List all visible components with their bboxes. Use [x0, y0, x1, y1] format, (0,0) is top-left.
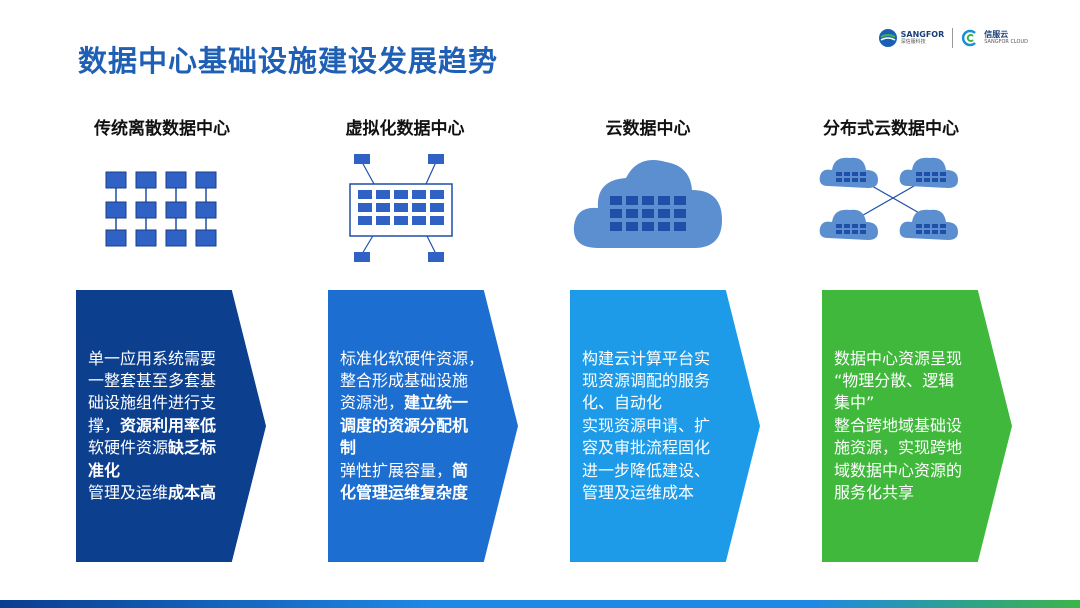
card-line: 实现资源申请、扩	[582, 415, 732, 437]
card-text-segment: 标准化软硬件资源，	[340, 348, 485, 368]
card-virtualized-text: 标准化软硬件资源， 整合形成基础设施资源池，建立统一调度的资源分配机制弹性扩展容量…	[340, 348, 490, 505]
distributed-cloud-icon	[819, 157, 958, 240]
card-line: “物理分散、逻辑	[834, 370, 984, 392]
card-text-bold: 制	[340, 438, 357, 458]
card-text-segment: 管理及运维	[88, 482, 169, 502]
card-text-bold: 简	[452, 460, 469, 480]
card-text-segment: 撑，	[88, 415, 121, 435]
card-line: 施资源，实现跨地	[834, 437, 984, 459]
card-line: 进一步降低建设、	[582, 460, 732, 482]
card-text-segment: 集中”	[834, 393, 875, 413]
sangfor-logo-text: SANGFOR	[900, 29, 945, 39]
column-heading-virtualized: 虚拟化数据中心	[345, 119, 465, 139]
card-text-segment: 构建云计算平台实	[582, 348, 711, 368]
card-text-segment: 化、自动化	[582, 393, 663, 413]
card-text-segment: 础设施组件进行支	[88, 393, 217, 413]
card-line: 一整套甚至多套基	[88, 370, 238, 392]
card-line: 现资源调配的服务	[582, 370, 732, 392]
logo-divider	[952, 28, 954, 48]
card-text-bold: 缺乏标	[168, 438, 217, 458]
card-line: 集中”	[834, 392, 984, 414]
card-traditional-text: 单一应用系统需要一整套甚至多套基础设施组件进行支撑，资源利用率低软硬件资源缺乏标…	[88, 348, 238, 505]
logo-group: SANGFOR 深信服科技 信服云 SANGFOR CLOUD	[878, 28, 1028, 48]
card-text-segment: 现资源调配的服务	[582, 371, 711, 391]
card-text-segment: 服务化共享	[834, 482, 915, 502]
cloud-logo-subtext: SANGFOR CLOUD	[984, 38, 1028, 45]
card-line: 软硬件资源缺乏标	[88, 437, 238, 459]
card-text-segment: 容及审批流程固化	[582, 438, 711, 458]
cloud-datacenter-icon	[573, 160, 722, 248]
card-text-segment: 整合跨地域基础设	[834, 415, 963, 435]
card-line: 管理及运维成本	[582, 482, 732, 504]
cloud-logo-text: 信服云	[984, 29, 1009, 39]
sangfor-logo-subtext: 深信服科技	[900, 38, 926, 45]
column-heading-distributed: 分布式云数据中心	[823, 119, 959, 139]
card-text-segment: “物理分散、逻辑	[834, 371, 955, 391]
card-text-bold: 成本高	[168, 482, 217, 502]
card-line: 化管理运维复杂度	[340, 482, 490, 504]
card-line: 调度的资源分配机	[340, 415, 490, 437]
page-title: 数据中心基础设施建设发展趋势	[78, 44, 499, 78]
card-line: 数据中心资源呈现	[834, 348, 984, 370]
card-text-bold: 建立统一	[404, 393, 469, 413]
card-text-segment: 进一步降低建设、	[582, 460, 711, 480]
card-line: 撑，资源利用率低	[88, 415, 238, 437]
card-line: 础设施组件进行支	[88, 392, 238, 414]
card-text-segment: 单一应用系统需要	[88, 348, 217, 368]
card-cloud: 构建云计算平台实现资源调配的服务化、自动化实现资源申请、扩容及审批流程固化进一步…	[570, 290, 760, 562]
card-text-segment: 软硬件资源	[88, 438, 169, 458]
sangfor-logo-icon	[878, 29, 897, 47]
card-text-segment: 一整套甚至多套基	[88, 371, 217, 391]
card-text-bold: 资源利用率低	[120, 415, 217, 435]
card-line: 单一应用系统需要	[88, 348, 238, 370]
card-text-segment: 域数据中心资源的	[834, 460, 963, 480]
discrete-datacenter-icon	[105, 171, 217, 247]
sangfor-logo: SANGFOR 深信服科技	[878, 28, 945, 48]
column-heading-traditional: 传统离散数据中心	[94, 119, 230, 139]
card-line: 域数据中心资源的	[834, 460, 984, 482]
card-text-segment: 实现资源申请、扩	[582, 415, 711, 435]
card-text-bold: 化管理运维复杂度	[340, 482, 469, 502]
card-line: 资源池，建立统一	[340, 392, 490, 414]
card-line: 构建云计算平台实	[582, 348, 732, 370]
footer-gradient-bar	[0, 600, 1080, 608]
card-text-segment: 资源池，	[340, 393, 405, 413]
card-text-segment: 弹性扩展容量，	[340, 460, 453, 480]
card-line: 标准化软硬件资源，	[340, 348, 490, 370]
card-traditional: 单一应用系统需要一整套甚至多套基础设施组件进行支撑，资源利用率低软硬件资源缺乏标…	[76, 290, 266, 562]
card-line: 管理及运维成本高	[88, 482, 238, 504]
card-line: 服务化共享	[834, 482, 984, 504]
card-line: 整合形成基础设施	[340, 370, 490, 392]
card-line: 化、自动化	[582, 392, 732, 414]
virtualized-pool-icon	[349, 154, 453, 262]
card-text-bold: 调度的资源分配机	[340, 415, 469, 435]
card-line: 准化	[88, 460, 238, 482]
card-text-bold: 准化	[88, 460, 121, 480]
card-line: 弹性扩展容量，简	[340, 460, 490, 482]
card-line: 制	[340, 437, 490, 459]
card-line: 整合跨地域基础设	[834, 415, 984, 437]
card-virtualized: 标准化软硬件资源， 整合形成基础设施资源池，建立统一调度的资源分配机制弹性扩展容量…	[328, 290, 518, 562]
card-line: 容及审批流程固化	[582, 437, 732, 459]
card-text-segment: 管理及运维成本	[582, 482, 695, 502]
cloud-logo-icon	[962, 29, 977, 47]
card-text-segment: 施资源，实现跨地	[834, 438, 963, 458]
card-text-segment: 整合形成基础设施	[340, 371, 469, 391]
sangfor-cloud-logo: 信服云 SANGFOR CLOUD	[961, 28, 1028, 48]
card-cloud-text: 构建云计算平台实现资源调配的服务化、自动化实现资源申请、扩容及审批流程固化进一步…	[582, 348, 732, 505]
card-distributed: 数据中心资源呈现 “物理分散、逻辑集中”整合跨地域基础设施资源，实现跨地域数据中心…	[822, 290, 1012, 562]
card-text-segment: 数据中心资源呈现	[834, 348, 963, 368]
column-heading-cloud: 云数据中心	[605, 119, 691, 139]
card-distributed-text: 数据中心资源呈现 “物理分散、逻辑集中”整合跨地域基础设施资源，实现跨地域数据中心…	[834, 348, 984, 505]
